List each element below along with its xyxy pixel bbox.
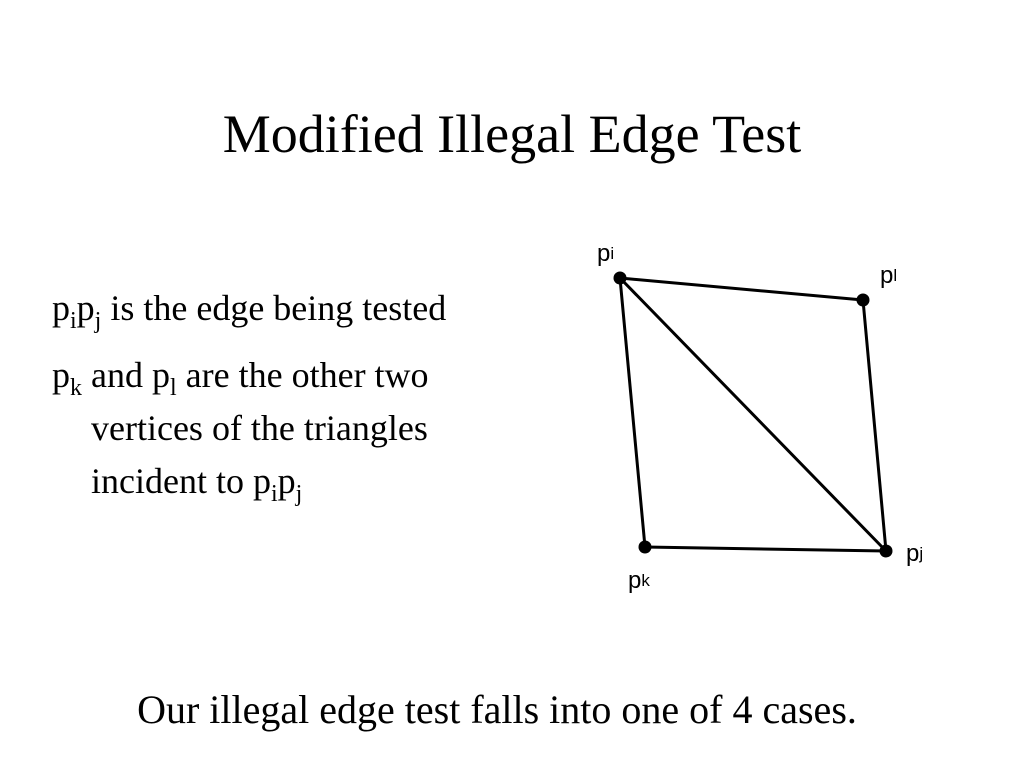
diagram-vertices xyxy=(613,271,893,558)
subscript: j xyxy=(295,481,303,507)
vertex-label-letter: p xyxy=(880,262,893,289)
vertex-label-letter: p xyxy=(906,540,919,567)
bullet-edge-being-tested: pipj is the edge being tested xyxy=(52,282,592,335)
vertex-label-pl: pl xyxy=(880,262,897,289)
vertex-pj xyxy=(879,544,893,558)
vertex-label-subscript: l xyxy=(893,266,897,285)
bullet-continuation-line: incident to pipj xyxy=(52,455,592,508)
text-run: p xyxy=(277,461,296,501)
slide-footer: Our illegal edge test falls into one of … xyxy=(137,687,857,732)
subscript: l xyxy=(169,375,177,401)
slide-body: pipj is the edge being tested pk and pl … xyxy=(52,282,592,522)
vertex-label-pj: pj xyxy=(906,540,923,567)
text-run: are the other two xyxy=(176,355,429,395)
edge-pi-pl xyxy=(618,276,865,302)
text-run: p xyxy=(52,288,70,328)
vertex-label-subscript: j xyxy=(918,544,923,563)
edge-pj-pk xyxy=(643,545,888,553)
slide-title: Modified Illegal Edge Test xyxy=(222,104,802,164)
text-run: p xyxy=(52,355,70,395)
text-run: and p xyxy=(82,355,170,395)
bullet-other-vertices: pk and pl are the other two vertices of … xyxy=(52,349,592,508)
edge-pl-pj xyxy=(861,298,888,553)
vertex-label-letter: p xyxy=(597,240,610,267)
vertex-label-pk: pk xyxy=(628,567,650,594)
text-run: incident to p xyxy=(91,461,271,501)
vertex-pi xyxy=(613,271,627,285)
vertex-label-letter: p xyxy=(628,567,641,594)
bullet-continuation-line: vertices of the triangles xyxy=(91,408,428,448)
subscript: k xyxy=(70,375,82,401)
edge-pk-pi xyxy=(618,276,647,549)
vertex-pl xyxy=(856,293,870,307)
vertex-label-pi: pi xyxy=(597,240,614,267)
subscript: j xyxy=(94,308,102,334)
diagram-edges xyxy=(618,276,888,553)
subscript: i xyxy=(270,481,278,507)
bullet-line: pipj is the edge being tested xyxy=(52,282,592,335)
bullet-line: pk and pl are the other two xyxy=(52,349,592,402)
text-run: p xyxy=(76,288,95,328)
text-run: is the edge being tested xyxy=(101,288,447,328)
vertex-pk xyxy=(638,540,652,554)
subscript: i xyxy=(70,308,77,334)
vertex-label-subscript: i xyxy=(610,244,614,263)
edge-pi-pj xyxy=(618,276,888,553)
vertex-label-subscript: k xyxy=(641,571,650,590)
